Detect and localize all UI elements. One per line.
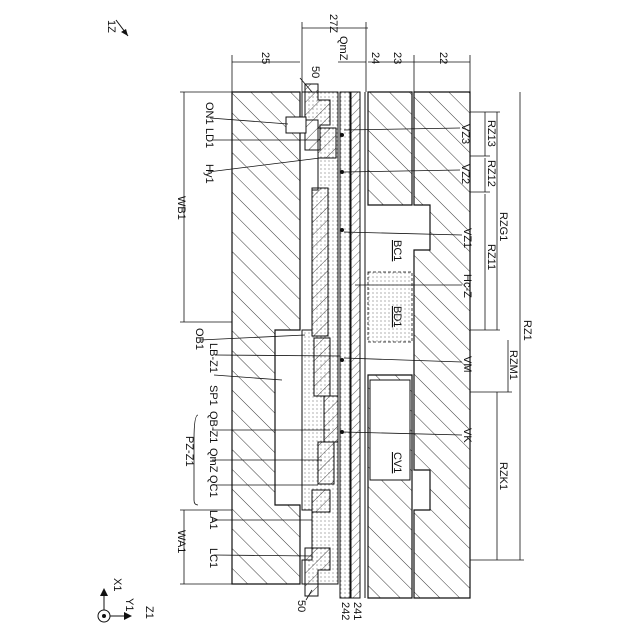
label-QB-Z1: QB-Z1	[207, 411, 219, 443]
label-QmZ-top: QmZ	[337, 36, 349, 61]
label-241: 241	[351, 602, 363, 620]
layer-242	[340, 92, 350, 598]
label-PZ-Z1: PZ-Z1	[183, 436, 195, 467]
label-BC1: BC1	[391, 240, 403, 261]
label-ON1: ON1	[203, 102, 215, 125]
label-24: 24	[369, 52, 381, 64]
axis-x-label: X1	[111, 578, 123, 591]
label-VZ1: VZ1	[461, 228, 473, 248]
label-23: 23	[391, 52, 403, 64]
label-RZ1: RZ1	[521, 320, 533, 341]
WB1-wire	[312, 188, 328, 336]
label-WA1: WA1	[175, 530, 187, 553]
label-RZ13: RZ13	[485, 120, 497, 147]
label-RZ12: RZ12	[485, 160, 497, 187]
QB-wire	[324, 396, 338, 442]
label-LD1: LD1	[203, 128, 215, 148]
label-RZ11: RZ11	[485, 244, 497, 270]
label-RZG1: RZG1	[497, 212, 509, 241]
layer-241	[351, 92, 360, 598]
LA1-electrode	[312, 490, 330, 512]
label-LC1: LC1	[207, 548, 219, 568]
label-LA1: LA1	[207, 510, 219, 530]
label-LB-Z1: LB-Z1	[207, 343, 219, 373]
label-QC1: QC1	[207, 475, 219, 498]
label-242: 242	[339, 602, 351, 620]
label-25: 25	[259, 52, 271, 64]
axis-indicator: X1 Y1 Z1	[98, 578, 155, 622]
label-RZK1: RZK1	[497, 462, 509, 490]
label-OB1: OB1	[193, 328, 205, 350]
SP1-wire	[314, 338, 330, 396]
label-RZM1: RZM1	[507, 350, 519, 380]
ON1-block	[286, 117, 306, 133]
label-Hc-Z: Hc-Z	[461, 274, 473, 298]
axis-z-label: Z1	[143, 606, 155, 619]
label-WB1: WB1	[175, 196, 187, 220]
BD1-region	[368, 272, 412, 342]
label-VK: VK	[461, 428, 473, 443]
LD1-electrode	[318, 128, 336, 158]
label-BD1: BD1	[391, 306, 403, 327]
label-Hy1: Hy1	[203, 164, 215, 184]
label-SP1: SP1	[207, 385, 219, 406]
label-VZ2: VZ2	[459, 164, 471, 184]
label-VM: VM	[461, 356, 473, 373]
CV1-cavity	[370, 380, 410, 480]
label-50-top: 50	[309, 66, 321, 78]
label-22: 22	[437, 52, 449, 64]
label-QmZ: QmZ	[207, 448, 219, 473]
fig-ref-arrowhead	[121, 29, 128, 36]
label-CV1: CV1	[391, 452, 403, 473]
QC1-wire	[318, 442, 334, 484]
label-50-bottom: 50	[295, 600, 307, 612]
label-27Z: 27Z	[327, 14, 339, 33]
axis-y-label: Y1	[123, 598, 135, 611]
label-fig-ref: 1Z	[105, 20, 117, 33]
layer-23	[368, 92, 412, 205]
label-VZ3: VZ3	[459, 124, 471, 144]
